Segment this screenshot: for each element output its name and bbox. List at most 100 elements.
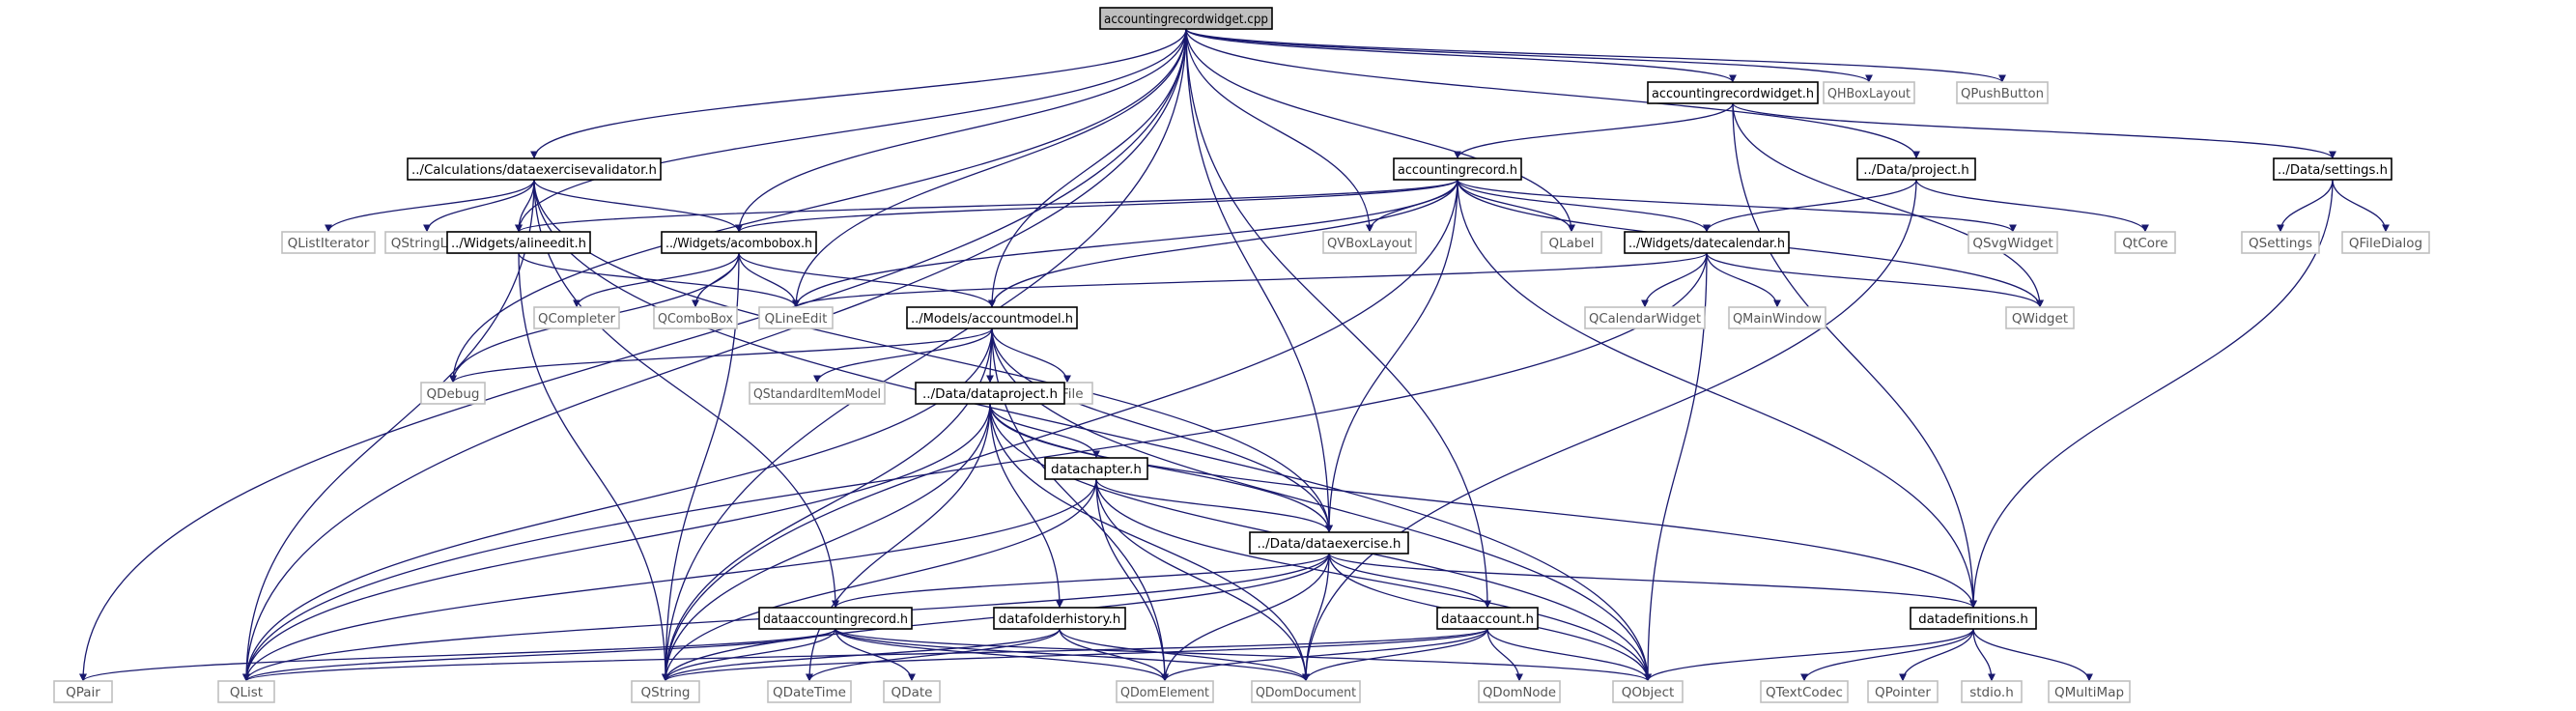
node-acombobox_h[interactable]: ../Widgets/acombobox.h (661, 231, 817, 254)
edge-accountmodel_h-to-QFile (991, 327, 1071, 384)
node-QMultiMap: QMultiMap (2048, 680, 2131, 703)
node-dataexercise_h[interactable]: ../Data/dataexercise.h (1249, 531, 1409, 555)
node-label-QDebug: QDebug (426, 386, 479, 402)
edge-dataproject_h-to-QDateTime (806, 403, 991, 682)
node-label-QList: QList (230, 685, 263, 700)
node-QSvgWidget: QSvgWidget (1967, 231, 2058, 254)
node-accountingrecordwidget_cpp[interactable]: accountingrecordwidget.cpp (1099, 7, 1273, 30)
edge-datecalendar_h-to-QCalendarWidget (1641, 252, 1708, 308)
edge-accountingrecordwidget_h-to-QWidget (1732, 102, 2044, 308)
edge-datadefinitions_h-to-QObject (1644, 628, 1974, 682)
edge-dataexercisevalidator_h-to-QList (242, 179, 535, 682)
edge-accountingrecordwidget_cpp-to-acombobox_h (735, 28, 1187, 233)
node-QDomDocument: QDomDocument (1251, 680, 1361, 703)
node-QSettings: QSettings (2241, 231, 2320, 254)
edge-dataexercisevalidator_h-to-dataaccountingrecord_h (533, 179, 839, 609)
node-box-QStandardItemModel (749, 382, 886, 405)
edge-accountingrecord_h-to-dataexercise_h (1325, 179, 1458, 533)
edge-accountingrecord_h-to-datecalendar_h (1457, 179, 1711, 233)
node-box-acombobox_h (661, 231, 817, 254)
edge-accountingrecord_h-to-QLineEdit (792, 179, 1458, 308)
node-label-datachapter_h: datachapter.h (1051, 462, 1142, 477)
node-accountingrecord_h[interactable]: accountingrecord.h (1393, 157, 1522, 181)
node-box-QDomDocument (1251, 680, 1361, 703)
node-settings_h[interactable]: ../Data/settings.h (2273, 157, 2392, 181)
edge-project_h-to-QDomDocument (1302, 179, 1917, 682)
node-QTextCodec: QTextCodec (1760, 680, 1849, 703)
node-label-accountingrecordwidget_h: accountingrecordwidget.h (1652, 86, 1814, 101)
node-datecalendar_h[interactable]: ../Widgets/datecalendar.h (1624, 231, 1790, 254)
edge-accountingrecord_h-to-QLabel (1457, 179, 1575, 233)
node-QListIterator: QListIterator (281, 231, 376, 254)
node-box-QLabel (1541, 231, 1602, 254)
node-box-QComboBox (653, 306, 738, 329)
node-label-QPushButton: QPushButton (1961, 86, 2044, 101)
node-QPushButton: QPushButton (1956, 81, 2049, 104)
node-label-accountingrecord_h: accountingrecord.h (1398, 162, 1517, 178)
edge-accountingrecordwidget_h-to-settings_h (1732, 102, 2336, 159)
node-accountingrecordwidget_h[interactable]: accountingrecordwidget.h (1647, 81, 1819, 104)
edge-dataaccount_h-to-QString (662, 628, 1488, 682)
edge-datecalendar_h-to-QMainWindow (1706, 252, 1781, 308)
node-box-QPushButton (1956, 81, 2049, 104)
node-box-QCompleter (533, 306, 620, 329)
node-label-datafolderhistory_h: datafolderhistory.h (999, 611, 1121, 627)
node-accountmodel_h[interactable]: ../Models/accountmodel.h (906, 306, 1078, 329)
edge-accountingrecord_h-to-QString (662, 179, 1458, 682)
node-label-accountmodel_h: ../Models/accountmodel.h (911, 311, 1073, 327)
node-box-settings_h (2273, 157, 2392, 181)
node-label-QVBoxLayout: QVBoxLayout (1327, 236, 1412, 251)
node-dataexercisevalidator_h[interactable]: ../Calculations/dataexercisevalidator.h (407, 157, 662, 181)
edge-accountingrecordwidget_cpp-to-QLineEdit (792, 28, 1187, 308)
edges-layer (79, 28, 2390, 682)
edge-accountingrecordwidget_cpp-to-accountingrecordwidget_h (1185, 28, 1737, 83)
node-project_h[interactable]: ../Data/project.h (1856, 157, 1976, 181)
node-dataaccountingrecord_h[interactable]: dataaccountingrecord.h (758, 607, 913, 630)
node-box-dataexercisevalidator_h (407, 157, 662, 181)
node-label-QSvgWidget: QSvgWidget (1972, 236, 2052, 251)
edge-dataproject_h-to-QString (662, 403, 991, 682)
node-label-QTextCodec: QTextCodec (1766, 685, 1843, 700)
node-box-alineedit_h (446, 231, 591, 254)
node-box-QList (217, 680, 275, 703)
node-QPair: QPair (53, 680, 113, 703)
edge-accountingrecordwidget_cpp-to-QVBoxLayout (1185, 28, 1373, 233)
edge-datecalendar_h-to-QWidget (1706, 252, 2044, 308)
edge-accountingrecordwidget_h-to-datadefinitions_h (1732, 102, 1977, 609)
node-box-dataexercise_h (1249, 531, 1409, 555)
edge-dataproject_h-to-datachapter_h (989, 403, 1100, 459)
edge-dataproject_h-to-dataexercise_h (989, 403, 1333, 533)
node-box-QSvgWidget (1967, 231, 2058, 254)
node-dataaccount_h[interactable]: dataaccount.h (1436, 607, 1539, 630)
node-QHBoxLayout: QHBoxLayout (1823, 81, 1915, 104)
node-QWidget: QWidget (2005, 306, 2075, 329)
node-QCompleter: QCompleter (533, 306, 620, 329)
node-alineedit_h[interactable]: ../Widgets/alineedit.h (446, 231, 591, 254)
node-label-QFileDialog: QFileDialog (2349, 236, 2422, 251)
node-box-QDate (883, 680, 941, 703)
edge-accountingrecordwidget_cpp-to-QPushButton (1185, 28, 2006, 83)
node-dataproject_h[interactable]: ../Data/dataproject.h (915, 382, 1065, 405)
edge-datafolderhistory_h-to-QDateTime (806, 628, 1061, 682)
edge-dataexercisevalidator_h-to-QStringList (423, 179, 535, 233)
edge-accountingrecordwidget_cpp-to-dataexercisevalidator_h (530, 28, 1187, 159)
edge-dataexercise_h-to-datadefinitions_h (1328, 553, 1977, 609)
node-datadefinitions_h[interactable]: datadefinitions.h (1910, 607, 2037, 630)
edge-datadefinitions_h-to-QMultiMap (1972, 628, 2093, 682)
node-label-QDomNode: QDomNode (1483, 685, 1556, 700)
node-datafolderhistory_h[interactable]: datafolderhistory.h (993, 607, 1126, 630)
node-label-datadefinitions_h: datadefinitions.h (1918, 611, 2028, 627)
edge-dataexercisevalidator_h-to-acombobox_h (533, 179, 743, 233)
edge-datachapter_h-to-QDomElement (1095, 478, 1169, 682)
node-box-datadefinitions_h (1910, 607, 2037, 630)
node-label-dataaccountingrecord_h: dataaccountingrecord.h (763, 611, 908, 627)
edge-dataexercise_h-to-QDomElement (1161, 553, 1330, 682)
node-QMainWindow: QMainWindow (1728, 306, 1826, 329)
node-datachapter_h[interactable]: datachapter.h (1044, 457, 1148, 480)
node-label-dataexercisevalidator_h: ../Calculations/dataexercisevalidator.h (411, 162, 657, 178)
edge-datecalendar_h-to-QLineEdit (792, 252, 1708, 308)
node-label-QMainWindow: QMainWindow (1733, 311, 1822, 327)
edge-datachapter_h-to-QDomDocument (1095, 478, 1310, 682)
node-box-dataaccountingrecord_h (758, 607, 913, 630)
